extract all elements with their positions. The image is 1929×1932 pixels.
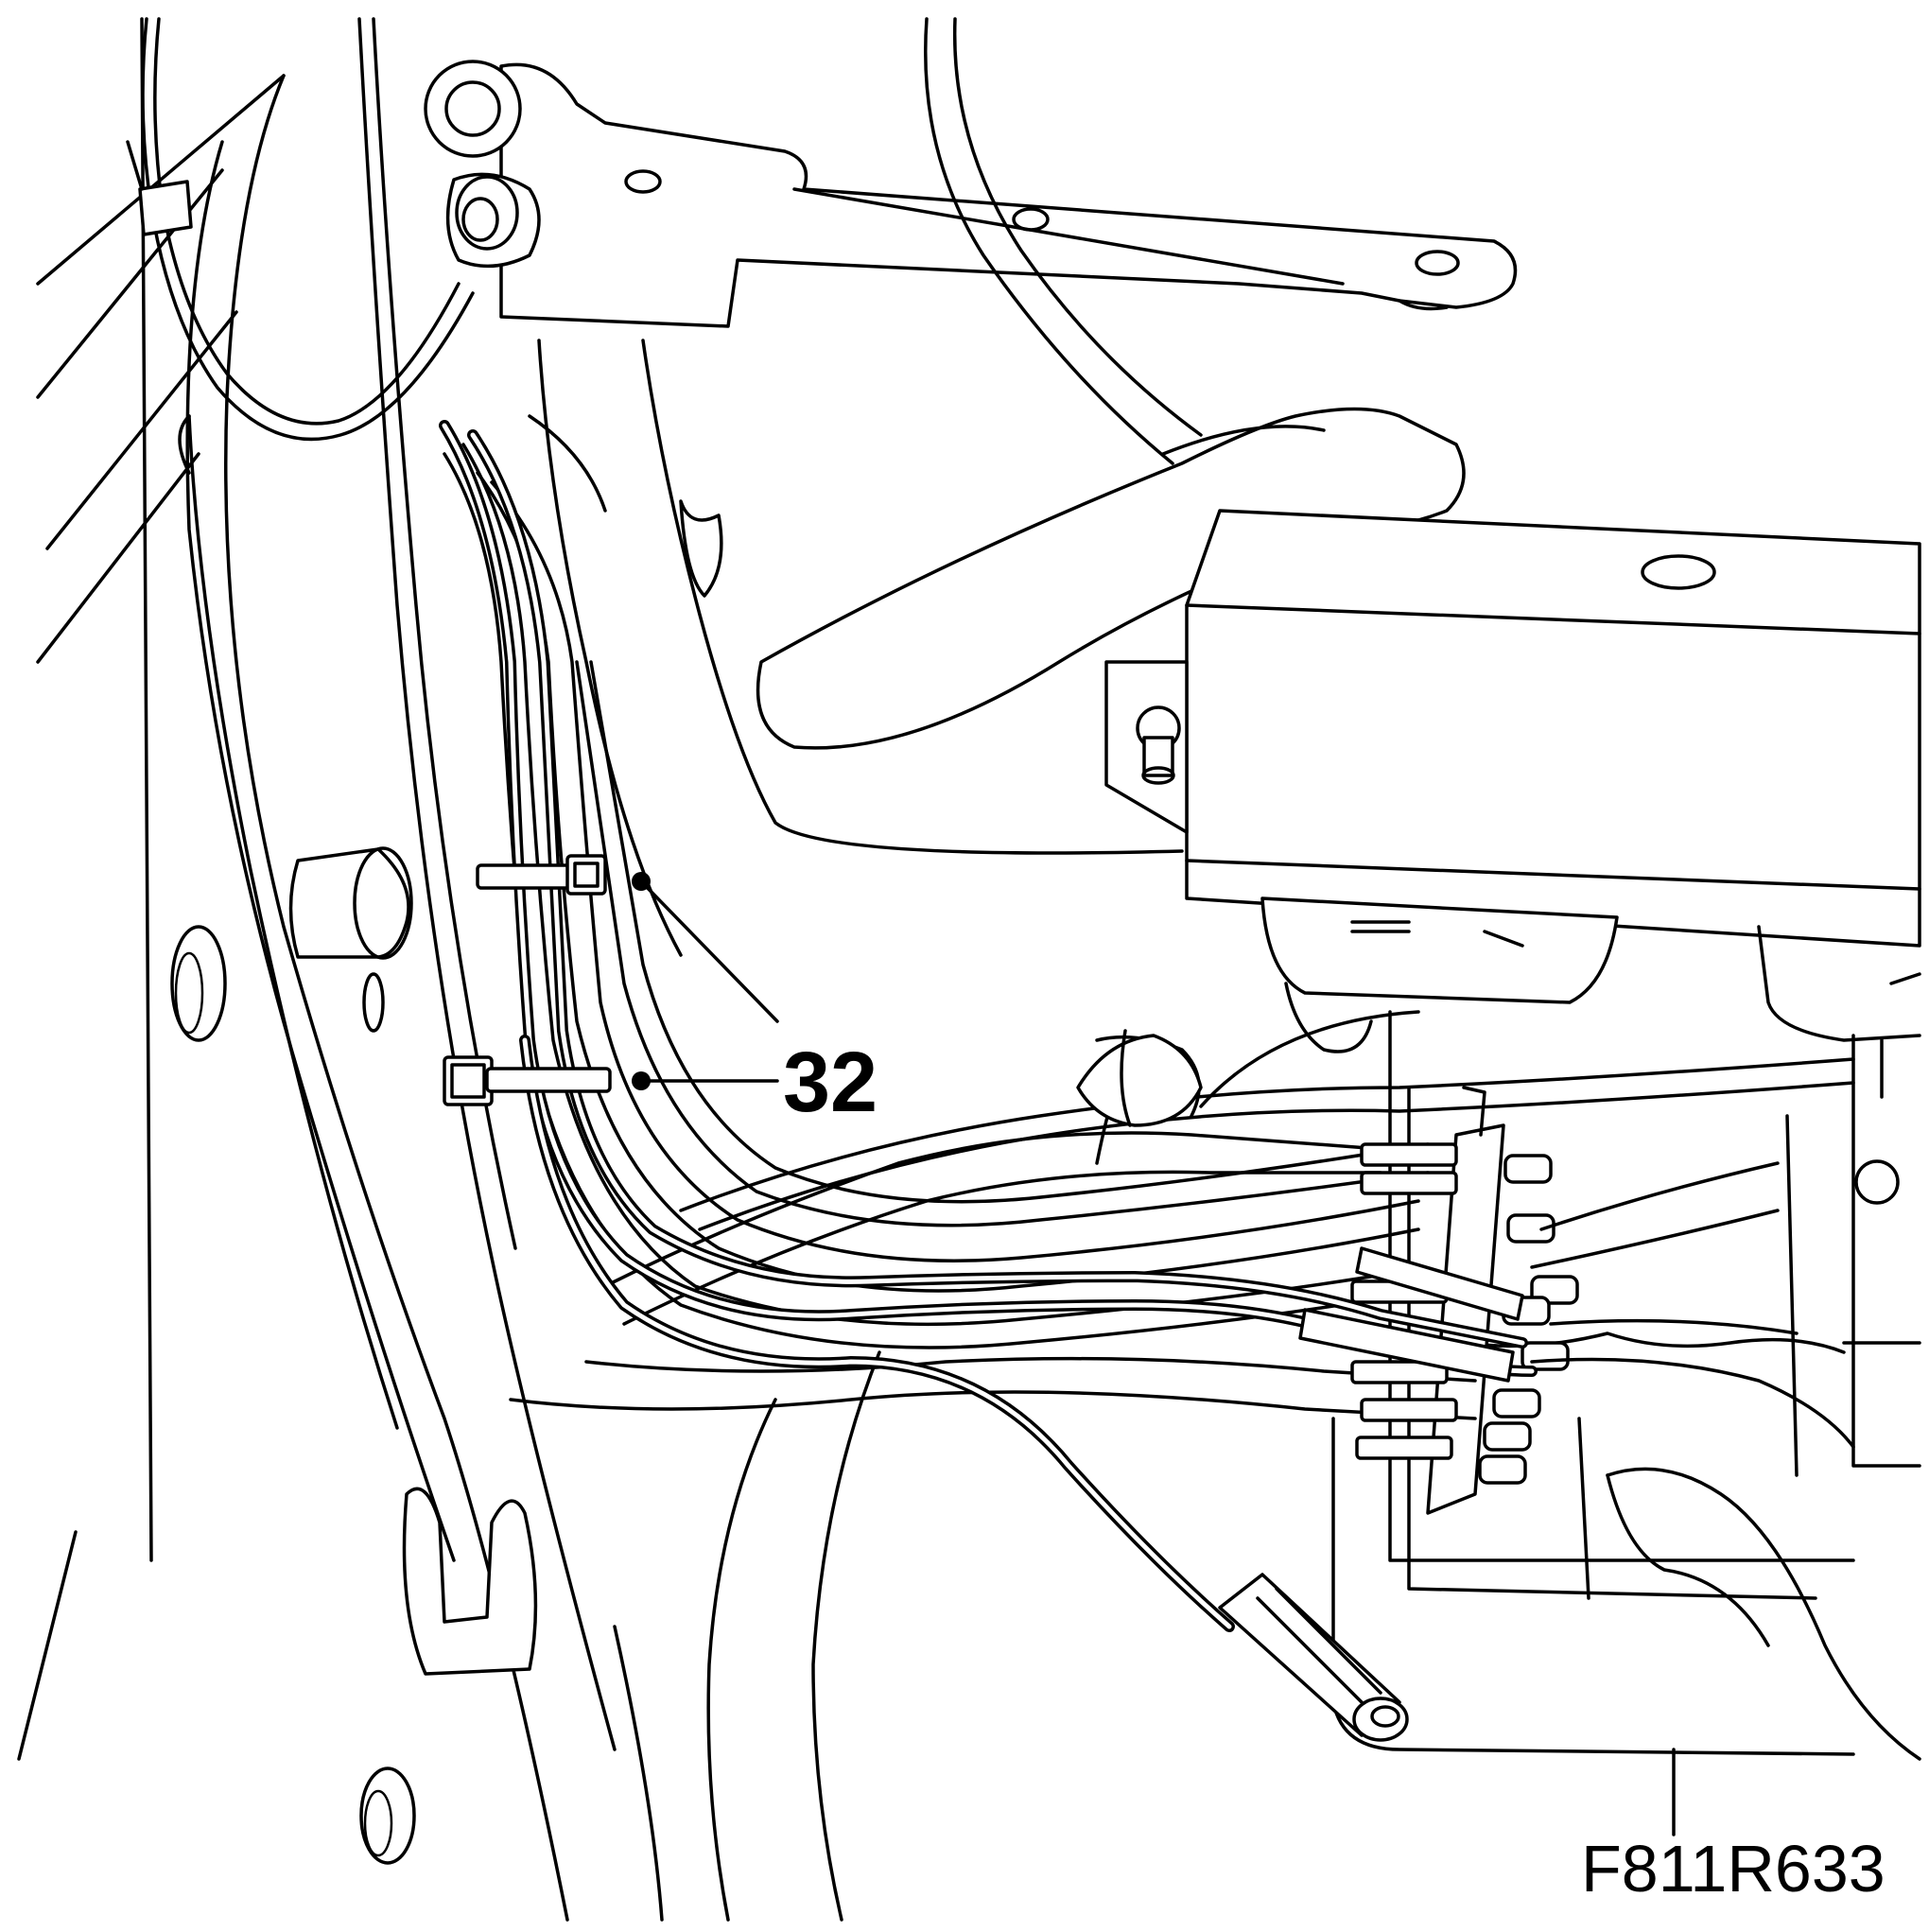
callout-number: 32	[783, 1036, 878, 1130]
wiring-harness	[439, 420, 1855, 1742]
cable-tie-lower	[443, 1055, 612, 1106]
thin-cable	[126, 17, 475, 442]
left-body-panel	[17, 17, 881, 1922]
cable-tie-upper	[476, 854, 607, 896]
connector-pins	[1478, 1154, 1579, 1485]
figure-code: F811R633	[1581, 1832, 1886, 1906]
upper-bracket-arm	[424, 60, 1518, 328]
callout-leaders	[632, 872, 779, 1090]
right-box-module	[1104, 509, 1921, 1053]
